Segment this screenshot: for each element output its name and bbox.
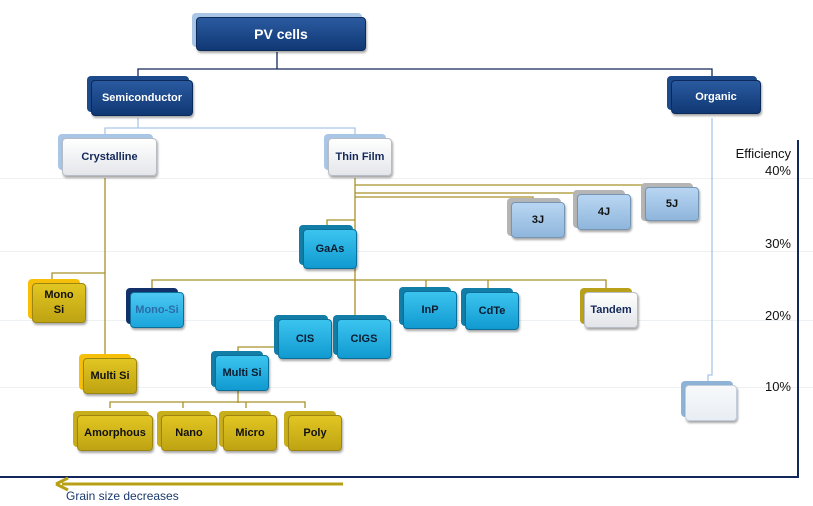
node-organic-label: Organic [671,80,761,114]
gridline-40 [0,178,813,179]
efficiency-tick-40: 40% [764,163,791,178]
efficiency-tick-20: 20% [764,308,791,323]
connector-cis-multi [237,346,278,352]
node-pv-cells-label: PV cells [196,17,366,51]
node-multi-si-crystalline-label: Multi Si [83,358,137,394]
node-4j-label: 4J [577,194,631,230]
node-cdte-label: CdTe [465,292,519,330]
efficiency-axis-title: Efficiency [735,146,791,161]
node-gaas-label: GaAs [303,229,357,269]
node-5j-label: 5J [645,187,699,221]
node-mono-si-crystalline-label: Mono Si [32,283,86,323]
node-thin-film-label: Thin Film [328,138,392,176]
gridline-30 [0,251,813,252]
connector-semiconductor [104,118,356,136]
grain-arrow-head [55,476,69,492]
efficiency-axis-line [0,140,799,478]
node-3j-label: 3J [511,202,565,238]
node-inp-label: InP [403,291,457,329]
efficiency-tick-10: 10% [764,379,791,394]
node-tandem-label: Tandem [584,292,638,328]
connector-crystalline [51,178,111,356]
node-crystalline-label: Crystalline [62,138,157,176]
connector-multi-children [109,390,306,408]
connector-root [137,52,713,80]
connector-organic [707,118,713,382]
node-poly-label: Poly [288,415,342,451]
node-amorphous-label: Amorphous [77,415,153,451]
node-nano-label: Nano [161,415,217,451]
node-mono-si-thin-label: Mono-Si [130,292,184,328]
node-multi-si-thin-label: Multi Si [215,355,269,391]
grain-size-label: Grain size decreases [66,489,179,503]
efficiency-tick-30: 30% [764,236,791,251]
node-micro-label: Micro [223,415,277,451]
node-cis-label: CIS [278,319,332,359]
node-cigs-label: CIGS [337,319,391,359]
gridline-10 [0,387,813,388]
node-organic-child-label [685,385,737,421]
node-semiconductor-label: Semiconductor [91,80,193,116]
